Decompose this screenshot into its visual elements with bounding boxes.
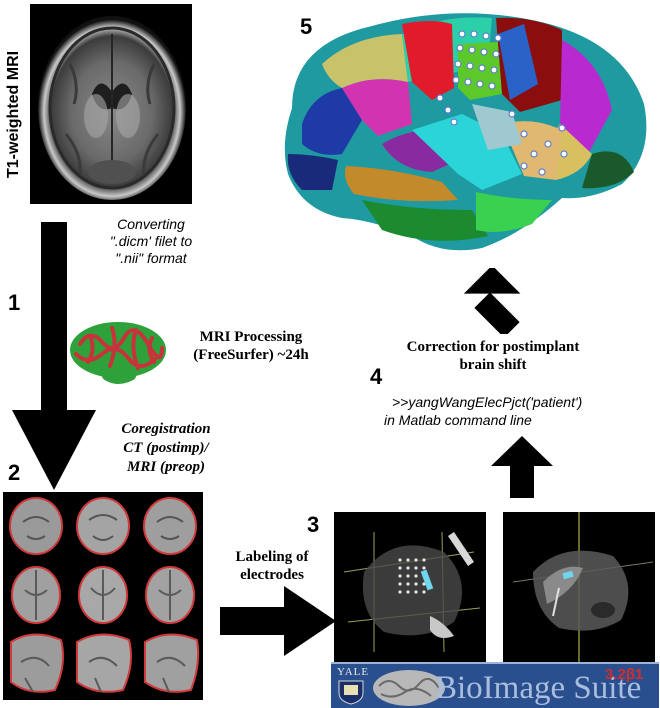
yale-shield-icon: [338, 680, 364, 705]
mri-cell-sagittal-3: [144, 633, 200, 693]
up-arrow-icon-lower: [491, 436, 553, 498]
matlab-note: in Matlab command line: [384, 412, 532, 428]
mri-cell-coronal-3: [143, 497, 197, 555]
coregistration-mri-grid: [3, 492, 203, 700]
step-5-number: 5: [300, 14, 313, 39]
mri-cell-axial-1: [11, 566, 61, 624]
correction-label: Correction for postimplant brain shift: [406, 339, 580, 373]
right-arrow-icon: [220, 586, 336, 656]
bioimage-suite-title: BioImage Suite: [435, 670, 642, 706]
step-4-number: 4: [370, 364, 383, 389]
convert-note: Converting ".dicm' filet to ".nii" forma…: [109, 216, 193, 266]
up-arrow-icon-upper: [463, 268, 521, 334]
step-1-number: 1: [8, 290, 21, 315]
mri-cell-axial-3: [145, 566, 195, 624]
labeling-label: Labeling of electrodes: [235, 549, 309, 583]
mri-axial-image: [30, 4, 192, 204]
mri-processing-label: MRI Processing (FreeSurfer) ~24h: [193, 329, 309, 363]
parcellated-brain-image: [284, 13, 647, 251]
step-2-number: 2: [8, 460, 21, 485]
ct-render-panel-left: [334, 512, 486, 662]
mri-cell-sagittal-2: [76, 633, 132, 693]
step-3-number: 3: [307, 512, 320, 537]
coregistration-label: Coregistration CT (postimp)/ MRI (preop): [121, 421, 211, 475]
t1-weighted-mri-label: T1-weighted MRI: [5, 50, 22, 178]
freesurfer-brain-icon: [70, 322, 166, 384]
mri-cell-sagittal-1: [10, 633, 64, 693]
bioimage-suite-banner: YALE BioImage Suite 3.2β1: [331, 662, 659, 708]
ct-render-panel-right: [503, 512, 655, 662]
brain-logo-icon: [373, 670, 445, 706]
mri-cell-coronal-2: [76, 497, 130, 555]
mri-cell-coronal-1: [9, 497, 63, 555]
version-label: 3.2β1: [605, 666, 644, 683]
yale-label: YALE: [337, 666, 370, 678]
mri-cell-axial-2: [78, 566, 128, 624]
down-arrow-icon: [12, 222, 96, 490]
matlab-command: >>yangWangElecPjct('patient'): [392, 394, 583, 410]
